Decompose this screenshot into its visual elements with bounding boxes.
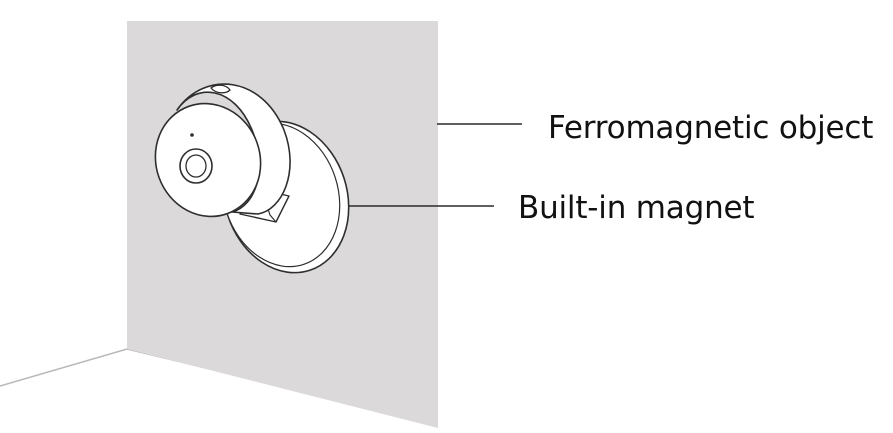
camera-body bbox=[154, 83, 291, 218]
camera-lens-inner bbox=[185, 154, 207, 178]
ferromagnetic-object-label: Ferromagnetic object bbox=[548, 110, 874, 146]
camera-sensor-dot bbox=[190, 133, 194, 137]
camera-top-slot bbox=[210, 84, 231, 94]
built-in-magnet-label: Built-in magnet bbox=[518, 190, 755, 226]
